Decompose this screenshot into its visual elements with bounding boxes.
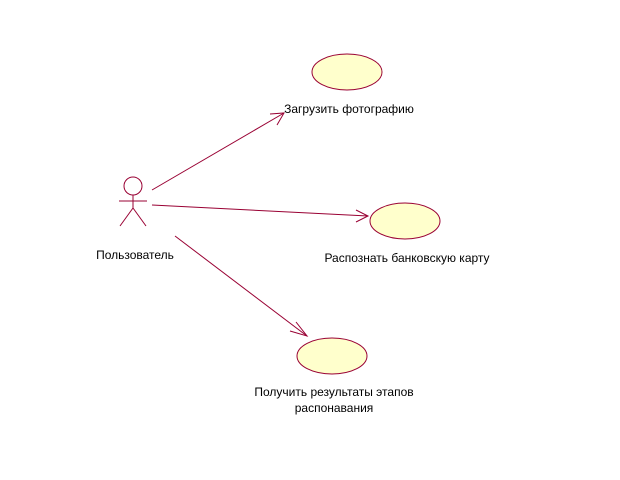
association-upload-photo[interactable] bbox=[151, 112, 285, 191]
use-case-label: Загрузить фотографию bbox=[284, 102, 414, 116]
use-case-recognize-card[interactable]: Распознать банковскую карту bbox=[324, 202, 490, 265]
stick-figure-icon bbox=[119, 176, 147, 227]
use-case-ellipse bbox=[296, 337, 368, 375]
association-recognize-card[interactable] bbox=[151, 204, 370, 223]
actor[interactable]: Пользователь bbox=[96, 176, 174, 262]
use-case-label: Распознать банковскую карту bbox=[324, 251, 489, 265]
use-case-label-line-2: распонавания bbox=[295, 401, 374, 415]
use-case-label-line-1: Получить результаты этапов bbox=[254, 385, 413, 399]
actor-name: Пользователь bbox=[96, 248, 174, 262]
use-case-upload-photo[interactable]: Загрузить фотографию bbox=[284, 53, 414, 116]
use-case-ellipse bbox=[369, 202, 441, 240]
association-get-results[interactable] bbox=[174, 235, 309, 337]
use-case-get-results[interactable]: Получить результаты этапов распонавания bbox=[254, 337, 414, 415]
use-case-ellipse bbox=[311, 53, 383, 91]
